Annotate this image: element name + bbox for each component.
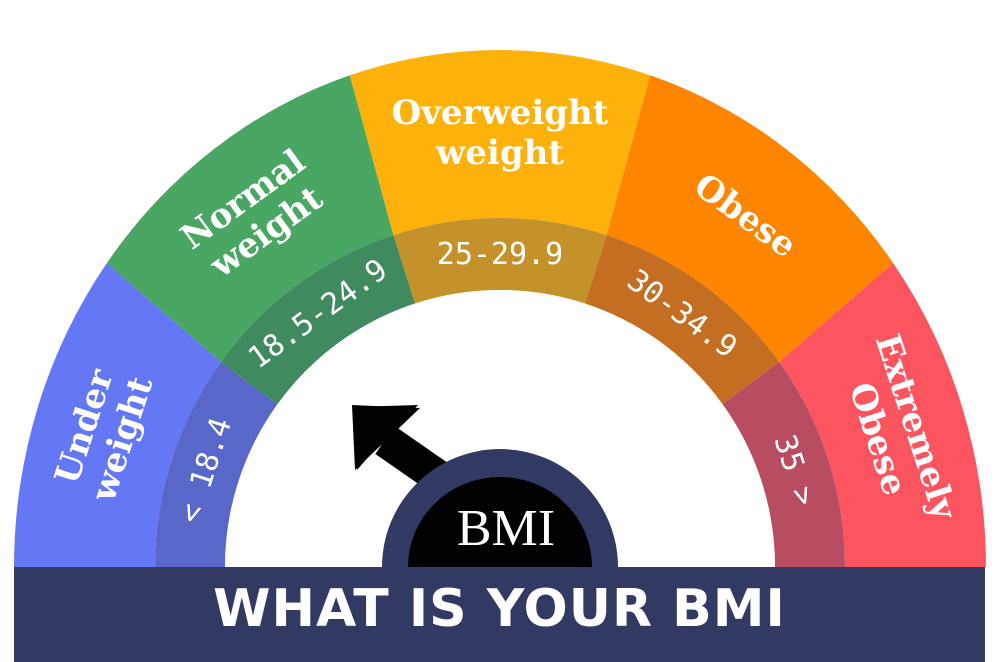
range-band-overweight xyxy=(393,218,607,304)
segment-underweight xyxy=(14,263,221,567)
gauge-range-ring xyxy=(155,218,845,567)
gauge-segments xyxy=(14,49,986,567)
segment-obese xyxy=(606,75,894,362)
range-band-underweight xyxy=(155,361,278,567)
segment-overweight xyxy=(349,49,651,236)
segment-extremely-obese xyxy=(779,263,986,567)
range-band-normal xyxy=(220,235,416,405)
needle-hub-core xyxy=(408,477,592,567)
range-label-overweight: 25-29.9 xyxy=(437,237,563,272)
bmi-center-label: BMI xyxy=(457,500,555,557)
segment-normal xyxy=(106,75,394,362)
range-band-extremely-obese xyxy=(722,361,845,567)
title-banner: WHAT IS YOUR BMI xyxy=(14,567,985,662)
page-title: WHAT IS YOUR BMI xyxy=(213,578,786,639)
range-band-obese xyxy=(584,235,780,405)
